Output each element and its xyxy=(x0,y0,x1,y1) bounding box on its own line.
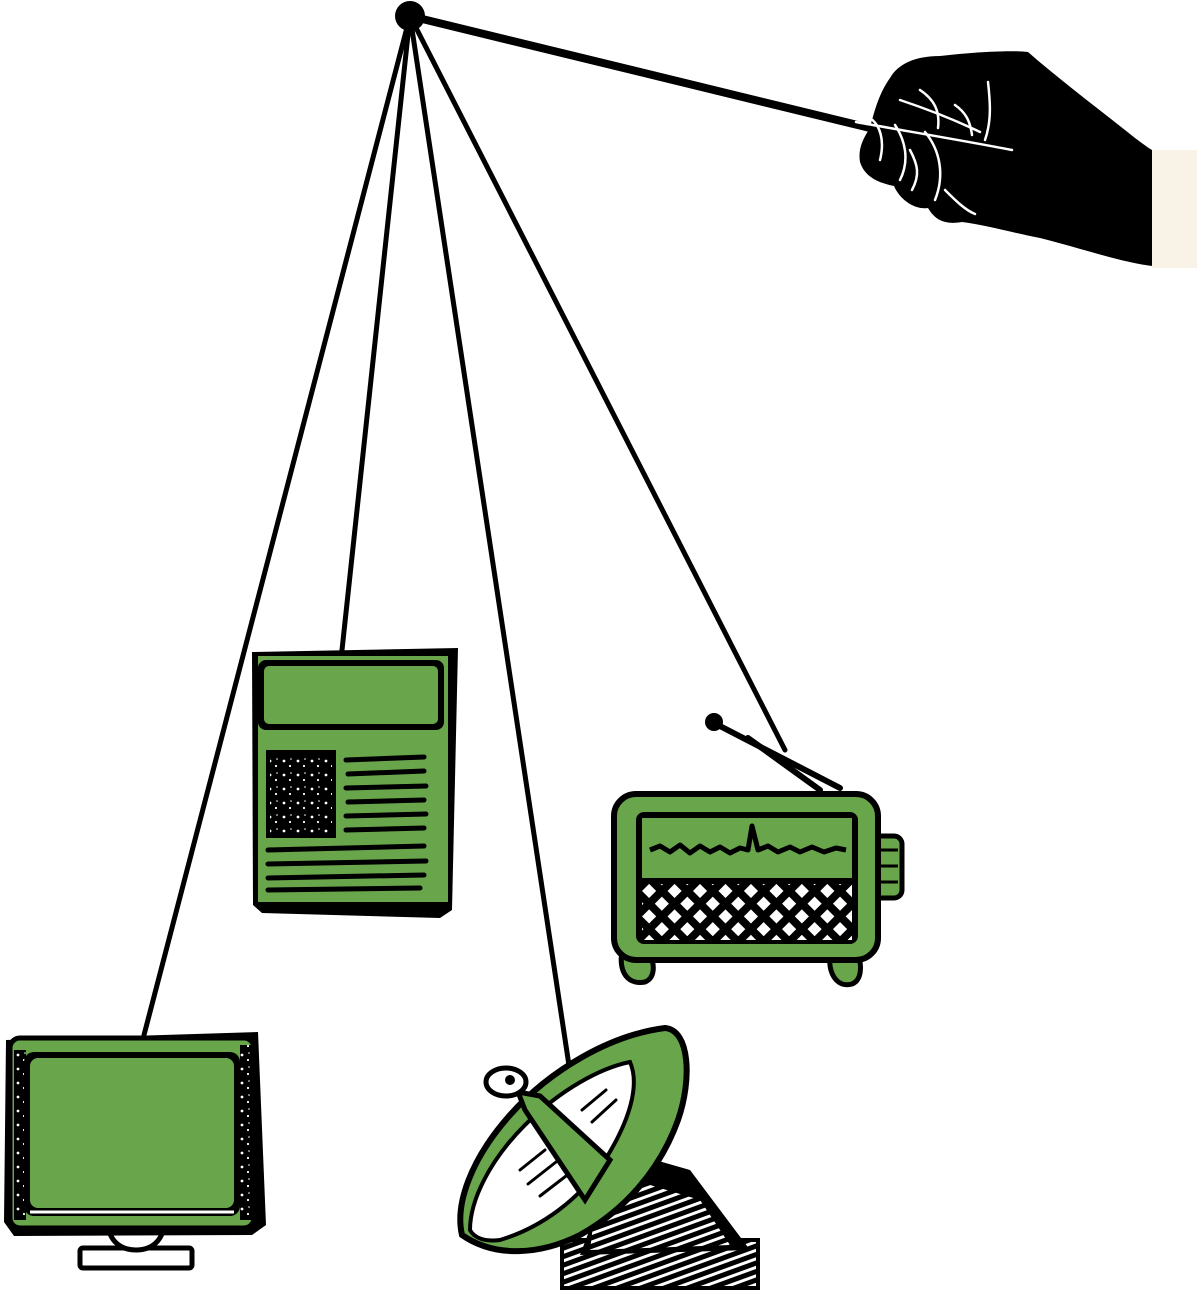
antenna xyxy=(705,713,843,793)
television-icon xyxy=(4,1032,266,1271)
shirt-cuff xyxy=(1152,150,1197,268)
control-stick-icon xyxy=(395,1,874,132)
string-to-newspaper xyxy=(339,13,413,653)
string-to-satellite xyxy=(407,13,573,1075)
tuner-waveform xyxy=(649,823,847,856)
radio-icon xyxy=(611,713,905,988)
hand-icon xyxy=(854,51,1197,268)
newspaper-icon xyxy=(252,648,458,918)
satellite-dish-icon xyxy=(457,1024,760,1290)
string-to-tv xyxy=(141,13,413,1038)
string-to-radio xyxy=(407,13,788,753)
feed-arm xyxy=(514,1088,614,1205)
puppet-strings xyxy=(141,13,788,1075)
control-knot xyxy=(395,1,425,31)
